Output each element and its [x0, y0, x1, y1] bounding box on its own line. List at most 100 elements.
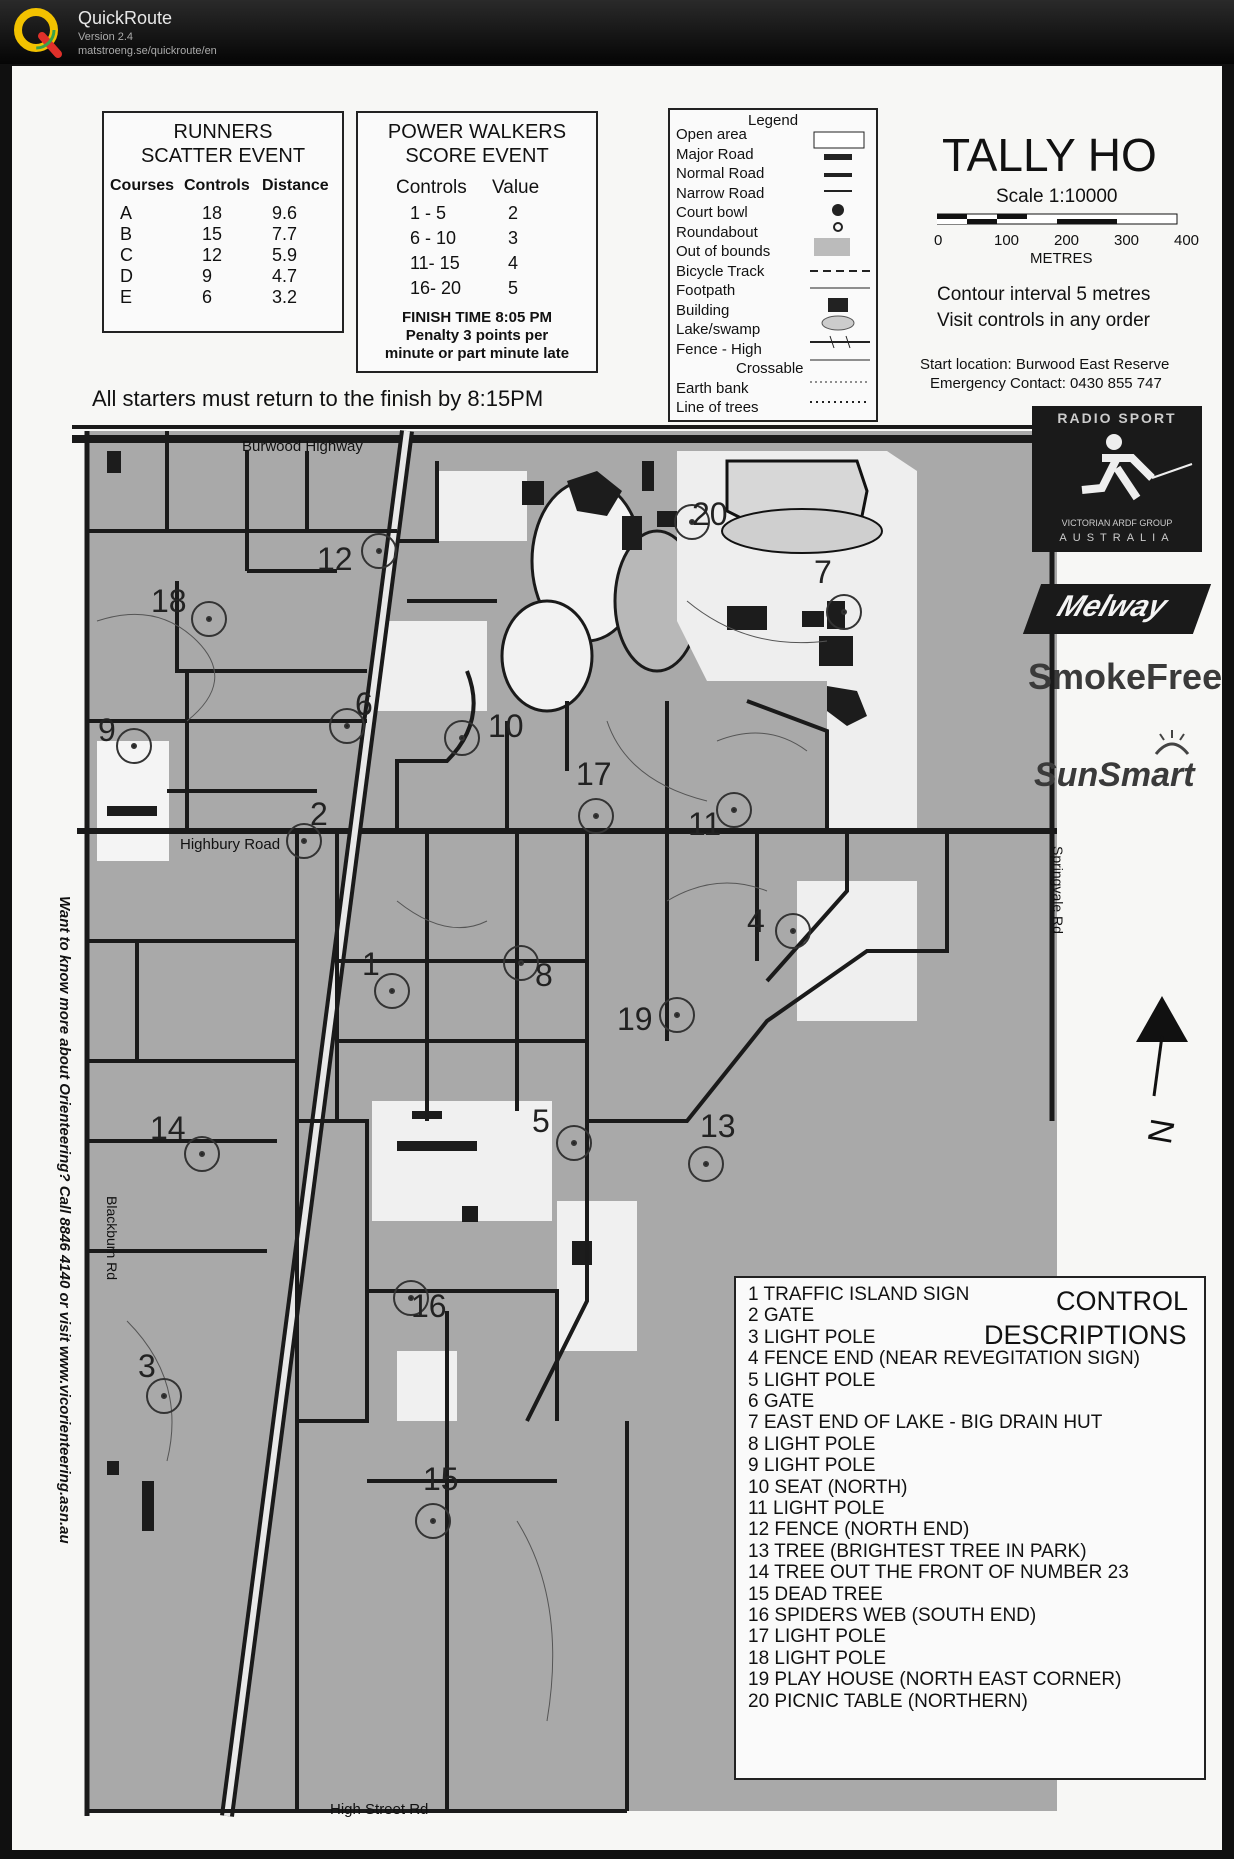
control-circle-12	[361, 533, 397, 569]
control-point-19	[674, 1012, 680, 1018]
legend-item: Open area	[676, 126, 747, 143]
legend-item: Normal Road	[676, 165, 765, 182]
street-springvale: Springvale Rd	[1050, 846, 1066, 934]
control-number-label: 12	[317, 541, 353, 577]
control-point-13	[703, 1161, 709, 1167]
app-url[interactable]: matstroeng.se/quickroute/en	[78, 45, 217, 57]
control-point-16	[408, 1295, 414, 1301]
description-item: 15 DEAD TREE	[748, 1583, 883, 1605]
runners-header-distance: Distance	[262, 177, 329, 194]
radio-sport-logo: RADIO SPORT VICTORIAN ARDF GROUP AUSTRAL…	[1032, 406, 1202, 552]
control-point-10	[459, 735, 465, 741]
control-circle-19	[659, 997, 695, 1033]
legend-item: Roundabout	[676, 223, 758, 241]
contour-text: Contour interval 5 metres	[937, 284, 1151, 305]
walkers-cell: 11- 15	[410, 253, 460, 273]
australia-text: AUSTRALIA	[1059, 532, 1175, 544]
legend-symbols	[810, 131, 870, 403]
runners-title: RUNNERS	[173, 121, 273, 143]
contours	[96, 600, 828, 1722]
building-blob	[827, 686, 867, 726]
description-item: 7 EAST END OF LAKE - BIG DRAIN HUT	[748, 1412, 1103, 1434]
legend-item: Earth bank	[676, 379, 749, 397]
control-circle-8	[503, 945, 539, 981]
runners-cell: B	[120, 224, 133, 244]
descriptions-title2: DESCRIPTIONS	[984, 1320, 1187, 1350]
walkers-title: POWER WALKERS	[387, 121, 567, 143]
control-circle-9	[116, 728, 152, 764]
control-number-label: 17	[576, 756, 612, 792]
scale-tick: 100	[994, 232, 1020, 249]
control-number-label: 14	[150, 1110, 186, 1146]
street-burwood: Burwood Highway	[242, 438, 363, 455]
scale-tick: 300	[1114, 232, 1140, 249]
walkers-cell: 3	[508, 228, 519, 248]
legend-item: Out of bounds	[676, 243, 771, 260]
walkers-header-controls: Controls	[396, 177, 467, 198]
legend-item: Court bowl	[676, 204, 748, 221]
control-point-18	[206, 616, 212, 622]
legend-item: Fence - High	[676, 340, 762, 358]
runners-cell: C	[120, 245, 133, 265]
control-point-4	[790, 928, 796, 934]
control-point-11	[731, 807, 737, 813]
control-circle-6	[329, 708, 365, 744]
descriptions-title1: CONTROL	[1056, 1286, 1189, 1316]
description-item: 14 TREE OUT THE FRONT OF NUMBER 23	[748, 1562, 1129, 1584]
runners-cell: 12	[202, 245, 223, 265]
walkers-header-value: Value	[492, 177, 540, 198]
control-number-label: 1	[362, 946, 380, 982]
description-item: 17 LIGHT POLE	[748, 1626, 886, 1648]
description-item: 20 PICNIC TABLE (NORTHERN)	[748, 1690, 1028, 1712]
control-number-label: 3	[138, 1348, 156, 1384]
runners-cell: 7.7	[272, 224, 298, 244]
runners-cell: 18	[202, 203, 223, 223]
description-item: 4 FENCE END (NEAR REVEGITATION SIGN)	[748, 1348, 1141, 1370]
building-diamond	[567, 471, 622, 516]
control-descriptions-box: CONTROL DESCRIPTIONS 1 TRAFFIC ISLAND SI…	[734, 1276, 1206, 1780]
map-title: TALLY HO	[942, 129, 1157, 181]
control-circle-14	[184, 1136, 220, 1172]
description-item: 10 SEAT (NORTH)	[748, 1476, 908, 1498]
control-point-8	[518, 960, 524, 966]
runners-subtitle: SCATTER EVENT	[140, 145, 306, 167]
control-circle-7	[826, 594, 862, 630]
quickroute-logo-icon	[14, 8, 62, 58]
description-item: 5 LIGHT POLE	[748, 1369, 876, 1391]
map-sheet: RUNNERS SCATTER EVENT Courses Controls D…	[12, 66, 1222, 1850]
description-item: 19 PLAY HOUSE (NORTH EAST CORNER)	[748, 1669, 1122, 1691]
control-number-label: 13	[700, 1108, 736, 1144]
legend-item: Bicycle Track	[676, 262, 765, 280]
control-number-label: 16	[411, 1288, 447, 1324]
legend-item: Narrow Road	[676, 184, 765, 202]
legend-item: Crossable	[736, 360, 804, 377]
runners-header-controls: Controls	[184, 177, 250, 194]
control-number-label: 11	[688, 806, 722, 842]
return-note: All starters must return to the finish b…	[92, 386, 544, 411]
description-item: 11 LIGHT POLE	[748, 1498, 885, 1519]
description-item: 2 GATE	[748, 1305, 815, 1327]
street-high-street: High Street Rd	[330, 1801, 429, 1818]
walkers-finish: FINISH TIME 8:05 PM	[401, 309, 553, 326]
walkers-cell: 5	[508, 278, 519, 298]
control-number-label: 15	[423, 1461, 459, 1497]
description-item: 9 LIGHT POLE	[748, 1455, 876, 1477]
scale-text: Scale 1:10000	[996, 186, 1118, 207]
runners-cell: 4.7	[272, 266, 298, 286]
legend-item: Building	[676, 301, 730, 319]
control-point-15	[430, 1518, 436, 1524]
control-circle-18	[191, 601, 227, 637]
runners-cell: E	[120, 287, 133, 307]
walkers-cell: 16- 20	[410, 278, 462, 298]
scale-metres: METRES	[1030, 250, 1093, 267]
sunsmart-logo: SunSmart	[1034, 756, 1195, 794]
description-item: 13 TREE (BRIGHTEST TREE IN PARK)	[748, 1540, 1087, 1562]
control-number-label: 2	[310, 796, 328, 832]
vic-group-text: VICTORIAN ARDF GROUP	[1061, 518, 1173, 528]
control-circle-15	[415, 1503, 451, 1539]
legend-title: Legend	[748, 112, 799, 129]
control-number-label: 19	[617, 1001, 653, 1037]
control-point-20	[689, 519, 695, 525]
control-point-12	[376, 548, 382, 554]
control-number-label: 4	[747, 903, 765, 939]
